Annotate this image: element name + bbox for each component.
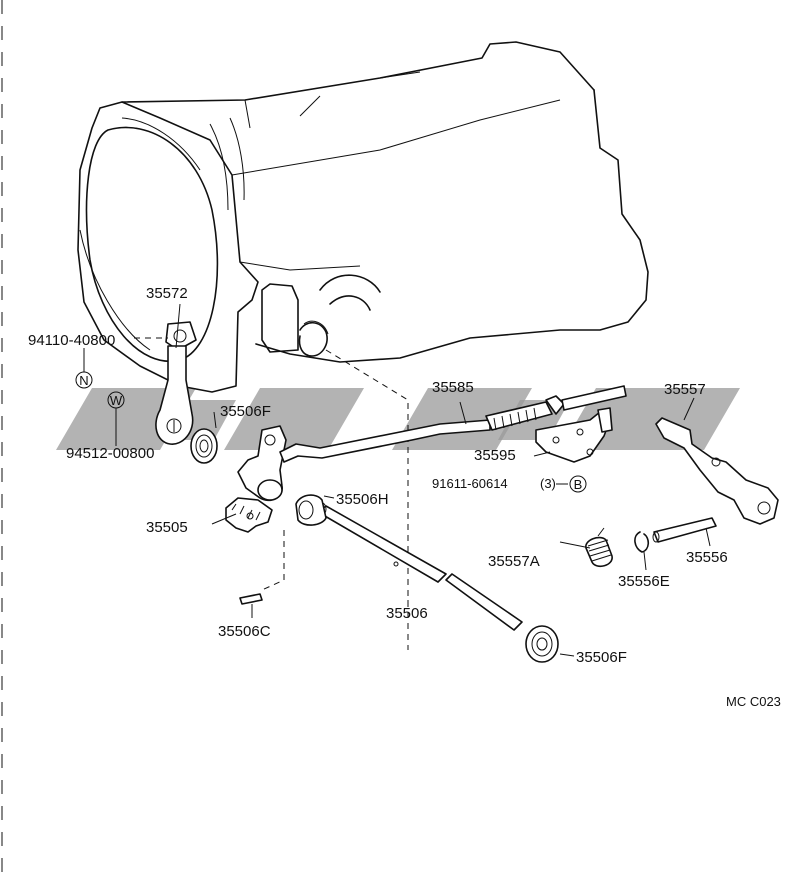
oil-seal-upper (190, 411, 218, 464)
label-35557A: 35557A (488, 553, 540, 570)
symbol-b-letter: B (574, 477, 583, 492)
assembly-lines (134, 337, 409, 650)
label-35556E: 35556E (618, 573, 670, 590)
label-35595: 35595 (474, 447, 516, 464)
symbol-b: B (569, 475, 587, 493)
symbol-n-letter: N (79, 373, 88, 388)
label-35557: 35557 (664, 381, 706, 398)
label-91611-60614: 91611-60614 (432, 476, 508, 491)
label-35572: 35572 (146, 285, 188, 302)
oil-seal-lower (525, 625, 575, 663)
label-35506C: 35506C (218, 623, 271, 640)
lever-35557 (655, 397, 779, 525)
label-91611-qty: (3) (540, 476, 556, 491)
label-94512-00800: 94512-00800 (66, 445, 154, 462)
symbol-w-letter: W (110, 393, 123, 408)
diagram-code: MC C023 (726, 694, 781, 709)
spring-35557A (559, 527, 613, 568)
label-35585: 35585 (432, 379, 474, 396)
symbol-n: N (75, 371, 93, 389)
e-ring-35556E (634, 531, 650, 571)
bracket-35595 (533, 407, 613, 463)
leader-lines (83, 348, 568, 604)
label-35506H: 35506H (336, 491, 389, 508)
label-94110-40800: 94110-40800 (28, 332, 115, 349)
spacer-35506H (295, 494, 335, 526)
pin-35506C (239, 593, 263, 618)
symbol-w: W (107, 391, 125, 409)
detent-lever-35505 (225, 425, 287, 533)
rod-35585 (279, 385, 627, 463)
label-35556: 35556 (686, 549, 728, 566)
label-35506F-lower: 35506F (576, 649, 627, 666)
label-35505: 35505 (146, 519, 188, 536)
transmission-housing (77, 41, 649, 393)
label-35506F-upper: 35506F (220, 403, 271, 420)
pin-35556 (652, 517, 717, 547)
bracket-35572 (155, 303, 194, 445)
label-35506: 35506 (386, 605, 428, 622)
